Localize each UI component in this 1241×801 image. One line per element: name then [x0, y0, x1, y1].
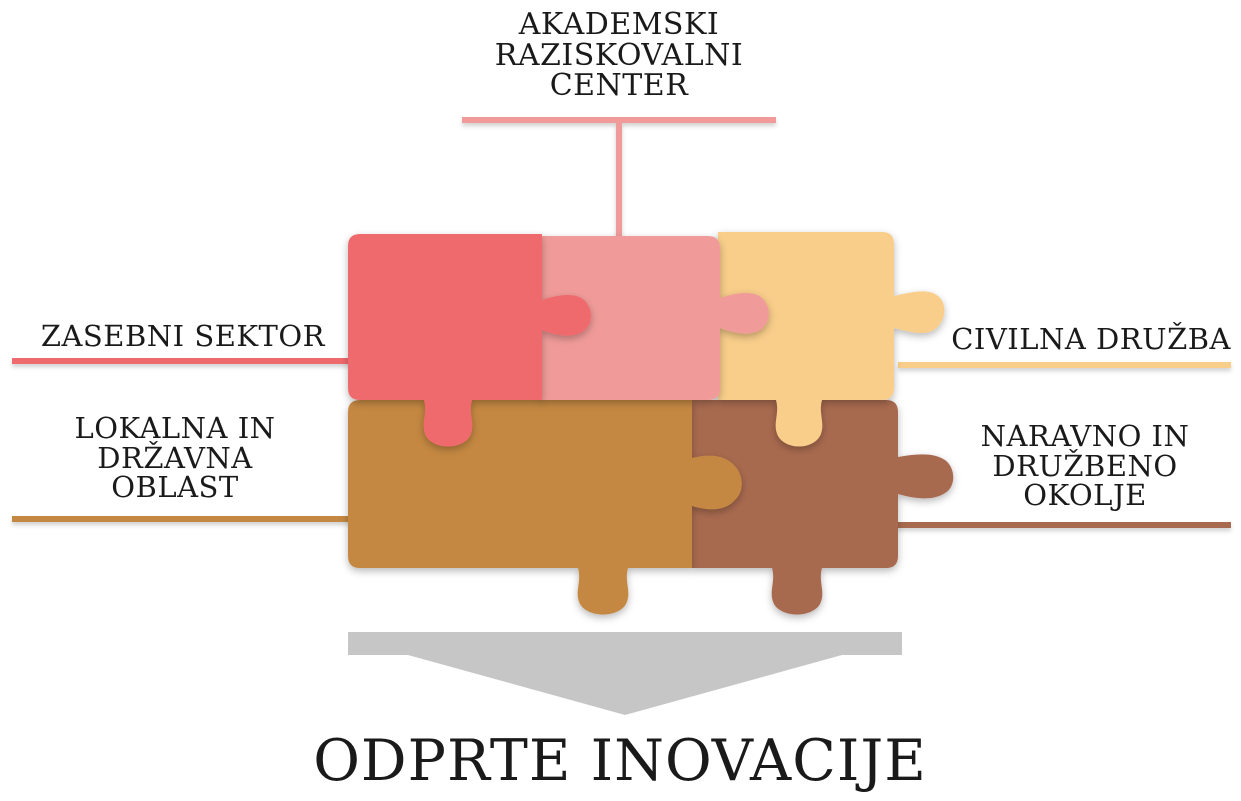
connector-private	[12, 358, 352, 364]
label-open-innovation: ODPRTE INOVACIJE	[313, 728, 927, 794]
label-academic-research-center: AKADEMSKI RAZISKOVALNI CENTER	[494, 7, 744, 104]
puzzle-piece-local	[348, 400, 742, 615]
connector-civil	[898, 362, 1231, 368]
result-arrow	[348, 632, 902, 715]
label-civil-society: CIVILNA DRUŽBA	[951, 322, 1231, 356]
connector-nature	[896, 522, 1231, 528]
puzzle-piece-academic	[540, 236, 769, 400]
puzzle-piece-private	[348, 234, 591, 447]
label-private-sector: ZASEBNI SEKTOR	[40, 319, 325, 353]
connector-academic	[462, 117, 776, 238]
puzzle-piece-nature	[692, 400, 954, 615]
label-natural-and-social-environment: NARAVNO IN DRUŽBENO OKOLJE	[980, 419, 1190, 513]
puzzle-piece-civil	[718, 232, 945, 447]
label-local-and-state-government: LOKALNA IN DRŽAVNA OBLAST	[74, 411, 276, 505]
connector-academic-stem	[616, 120, 622, 238]
connector-local	[12, 516, 352, 522]
